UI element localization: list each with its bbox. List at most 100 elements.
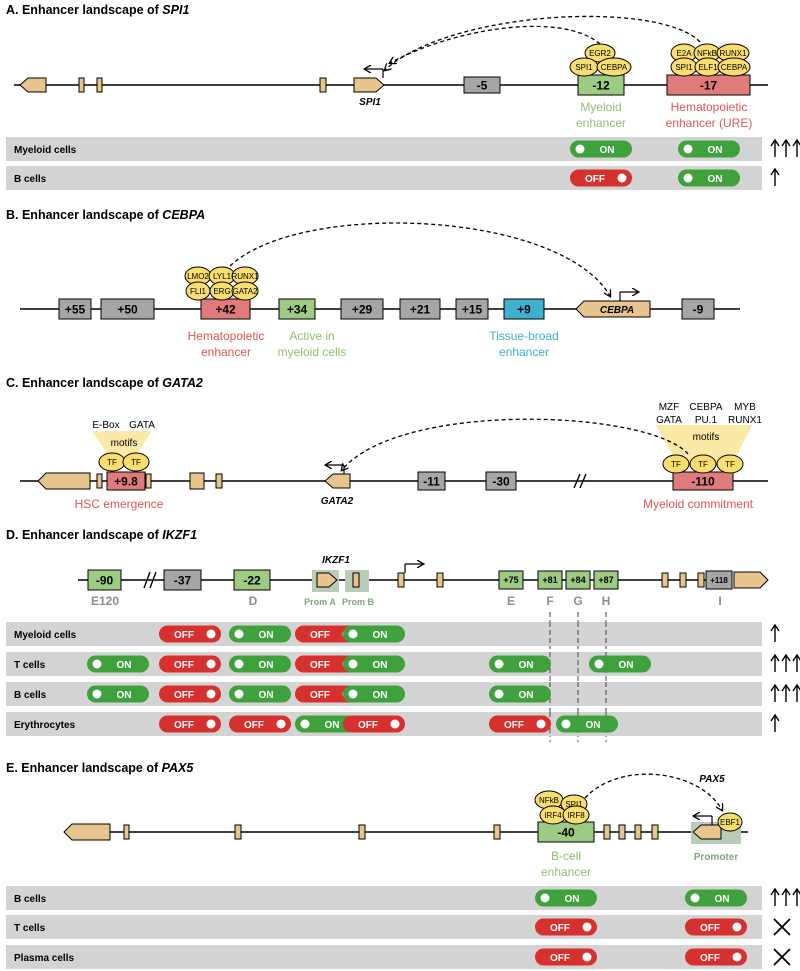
off-toggle [295, 625, 357, 643]
up-arrow-icon [770, 623, 780, 632]
enhancer-label: +118 [710, 576, 728, 585]
cell-row [6, 166, 762, 190]
motif-name: CEBPA [689, 402, 722, 413]
panel-title-gene: SPI1 [162, 3, 189, 17]
promoter-label: Promoter [694, 852, 739, 863]
enhancer-box [417, 471, 446, 491]
toggle-knob [575, 144, 585, 154]
gene-label: PAX5 [699, 774, 725, 785]
enhancer-box [278, 298, 316, 320]
toggle-knob [390, 719, 400, 729]
motif-name: motifs [693, 432, 720, 443]
enhancer-label: +21 [410, 302, 431, 316]
exon [679, 572, 687, 588]
enhancer-label: +9.8 [114, 474, 138, 488]
tf-label: IRF8 [567, 811, 585, 820]
toggle-text: OFF [310, 660, 330, 671]
enhancer-box [593, 570, 619, 590]
up-arrow-icon [770, 713, 780, 722]
panel-title-prefix: A. Enhancer landscape of [6, 3, 162, 17]
enhancer-box [577, 74, 625, 96]
gene-label: CEBPA [600, 305, 634, 316]
gene-body [692, 824, 722, 840]
enhancer-name: Myeloid commitment [643, 497, 754, 511]
toggle-text: OFF [550, 953, 570, 964]
enhancer-label: -90 [96, 573, 114, 587]
enhancer-box [58, 298, 92, 320]
enhancer-name: enhancer (URE) [666, 116, 753, 130]
enhancer-box [233, 569, 271, 591]
looping-arrow [385, 15, 701, 70]
tf-label: CEBPA [601, 63, 628, 72]
tf-label: LYL1 [213, 272, 232, 281]
panel-title-gene: PAX5 [162, 761, 195, 775]
toggle-text: ON [586, 720, 601, 731]
cell-row-label: B cells [14, 690, 47, 701]
enhancer-name: enhancer [201, 345, 251, 359]
toggle-knob [561, 719, 571, 729]
tf-label: SPI1 [675, 63, 693, 72]
exon [189, 472, 205, 490]
exon [96, 473, 103, 489]
on-toggle [556, 715, 618, 733]
toggle-knob [234, 659, 244, 669]
on-toggle [535, 889, 597, 907]
on-toggle [295, 715, 357, 733]
off-toggle [229, 715, 291, 733]
tf-label: E2A [676, 49, 692, 58]
gene-label: GATA2 [321, 496, 354, 507]
region-label: H [602, 594, 611, 608]
exon [397, 572, 405, 588]
enhancer-label: -110 [691, 474, 715, 488]
enhancer-box [106, 471, 146, 491]
exon [319, 77, 327, 93]
enhancer-name: myeloid cells [278, 345, 347, 359]
enhancer-box [498, 570, 524, 590]
on-toggle [678, 169, 740, 187]
off-toggle [159, 685, 221, 703]
cell-row-label: Erythrocytes [14, 720, 76, 731]
on-toggle [343, 685, 405, 703]
gene-body [316, 572, 338, 588]
enhancer-label: +34 [287, 302, 308, 316]
enhancer-label: +55 [65, 302, 86, 316]
enhancer-box [340, 298, 384, 320]
up-arrow-icon [781, 653, 791, 662]
enhancer-label: +42 [215, 302, 236, 316]
enhancer-box [87, 569, 122, 591]
tf-ellipse [562, 805, 590, 825]
toggle-knob [92, 689, 102, 699]
enhancer-label: -17 [700, 78, 718, 92]
toggle-text: OFF [700, 923, 720, 934]
up-arrow-icon [781, 138, 791, 147]
off-toggle [489, 715, 551, 733]
enhancer-name: Hematopoietic [671, 100, 748, 114]
tf-label: NFkB [539, 796, 559, 805]
exon [634, 824, 642, 840]
tf-label: LMO2 [187, 272, 209, 281]
on-toggle [343, 655, 405, 673]
toggle-knob [348, 629, 358, 639]
enhancer-label: +29 [352, 302, 373, 316]
off-toggle [685, 948, 747, 966]
cell-row-label: T cells [14, 923, 46, 934]
motif-name: GATA [656, 415, 682, 426]
enhancer-label: -30 [492, 474, 510, 488]
gene-body [575, 300, 651, 318]
motif-name: RUNX1 [728, 415, 762, 426]
toggle-knob [206, 629, 216, 639]
on-toggle [87, 655, 149, 673]
enhancer-box [399, 298, 441, 320]
enhancer-label: +50 [117, 302, 138, 316]
toggle-knob [206, 659, 216, 669]
motif-name: PU.1 [695, 415, 718, 426]
panel-title-gene: GATA2 [162, 376, 203, 390]
tf-label: TF [698, 460, 708, 469]
cell-row [6, 945, 762, 969]
tf-ellipse [716, 454, 744, 474]
enhancer-label: -11 [423, 474, 440, 488]
exon [618, 824, 626, 840]
panel-title: B. Enhancer landscape of CEBPA [6, 208, 205, 222]
gene-body [353, 77, 385, 93]
toggle-knob [582, 952, 592, 962]
